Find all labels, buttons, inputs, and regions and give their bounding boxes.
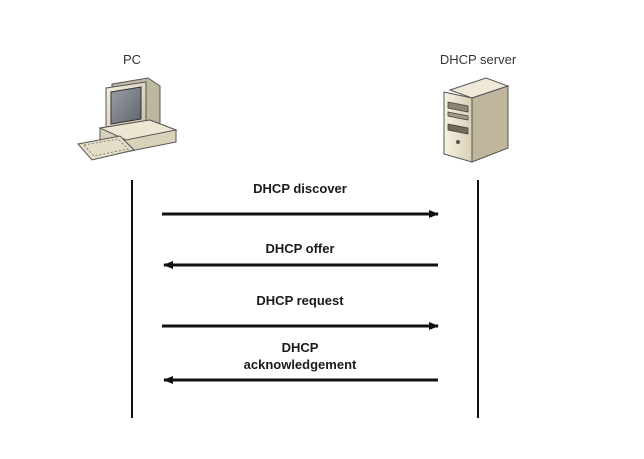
dhcp-acknowledgement-label-line2: acknowledgement <box>244 357 357 372</box>
dhcp-server-label: DHCP server <box>440 52 517 67</box>
dhcp-discover-label: DHCP discover <box>253 181 347 196</box>
dhcp-offer-label: DHCP offer <box>265 241 334 256</box>
dhcp-request-label: DHCP request <box>256 293 344 308</box>
server-tower-icon <box>443 77 510 163</box>
desktop-computer-icon <box>77 77 178 161</box>
pc-label: PC <box>123 52 141 67</box>
dhcp-acknowledgement-label-line1: DHCP <box>282 340 319 355</box>
